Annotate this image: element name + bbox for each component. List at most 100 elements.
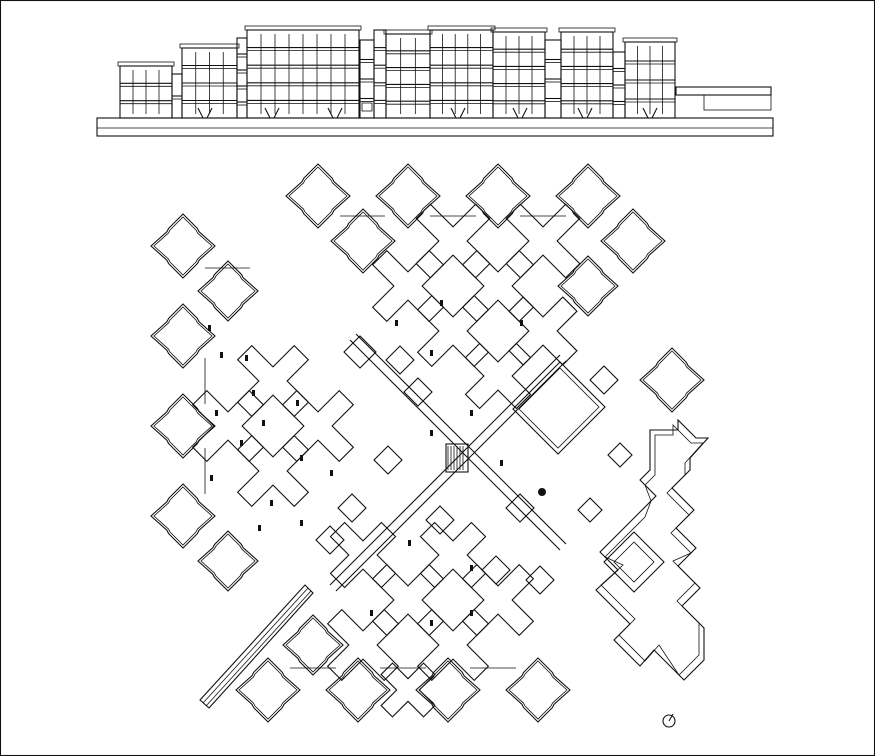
plan-pavilion: [505, 657, 571, 723]
plan-pavilion-wall: [285, 617, 341, 673]
plan-pier: [210, 475, 213, 481]
north-arrow-icon: [662, 713, 676, 728]
plan-main-hall: [512, 361, 606, 455]
plan-garden-court: [603, 531, 665, 593]
plan-pier: [215, 410, 218, 416]
plan-pavilion-wall: [197, 530, 259, 592]
plan-pier: [245, 355, 248, 361]
plan-cross-hall: [236, 434, 310, 508]
elevation-column: [327, 107, 343, 119]
plan-cross-outline: [461, 249, 535, 323]
plan-pier: [240, 440, 243, 446]
plan-cross-hall: [461, 249, 535, 323]
plan-pier: [252, 390, 255, 396]
plan-pavilion: [197, 260, 259, 322]
plan-pavilion: [600, 208, 666, 274]
floor-plan: [150, 163, 710, 723]
plan-pavilion: [282, 614, 344, 676]
plan-room: [403, 377, 433, 407]
plan-pier: [430, 350, 433, 356]
building-elevation: [96, 25, 774, 137]
plan-pier: [258, 525, 261, 531]
plan-cross-outline: [380, 662, 436, 718]
plan-stair: [445, 443, 469, 473]
plan-pavilion-wall: [197, 260, 259, 322]
plan-pavilion-wall: [378, 166, 438, 226]
plan-pavilion-wall: [325, 657, 391, 723]
plan-pier: [470, 565, 473, 571]
plan-cross-hall: [464, 342, 532, 410]
plan-main-hall-inner: [518, 367, 600, 449]
elevation-block-outline: [373, 29, 387, 119]
plan-pier: [296, 400, 299, 406]
plan-pier: [520, 320, 523, 326]
plan-cross-hall: [380, 662, 436, 718]
plan-pavilion-wall: [200, 263, 256, 319]
plan-pavilion-wall: [153, 306, 213, 366]
plan-room: [577, 497, 603, 523]
plan-cross-hall: [329, 521, 397, 589]
plan-pier: [300, 455, 303, 461]
elevation-parapet: [427, 25, 496, 31]
elevation-block: [373, 29, 387, 119]
elevation-parapet: [490, 27, 548, 33]
plan-pavilion-wall: [505, 657, 571, 723]
plan-room: [385, 345, 415, 375]
plan-room: [505, 493, 535, 523]
plan-pavilion-wall: [153, 486, 213, 546]
plan-pier: [220, 352, 223, 358]
elevation-block: [383, 29, 433, 119]
plan-pavilion-wall: [558, 166, 618, 226]
plan-cross-outline: [464, 342, 532, 410]
plan-pier: [208, 325, 211, 331]
elevation-block-outline: [429, 29, 494, 119]
plan-room: [425, 505, 455, 535]
plan-pavilion: [197, 530, 259, 592]
plan-pavilion-wall: [603, 211, 663, 271]
plan-pavilion: [375, 163, 441, 229]
elevation-block: [612, 51, 626, 119]
plan-spine-wall: [329, 354, 561, 586]
plan-pier: [270, 500, 273, 506]
plan-spine-wall: [349, 339, 561, 551]
plan-cross-hall: [326, 608, 400, 682]
plan-cross-outline: [281, 389, 355, 463]
plan-cross-hall: [415, 203, 491, 279]
plan-pavilion: [415, 657, 481, 723]
elevation-column: [264, 107, 280, 119]
plan-pavilion: [465, 163, 531, 229]
plan-cross-outline: [371, 249, 445, 323]
plan-pavilion-wall: [200, 533, 256, 589]
plan-pavilion-wall: [150, 483, 216, 549]
plan-cross-outline: [191, 389, 265, 463]
elevation-plinth: [96, 117, 774, 137]
elevation-column: [197, 107, 213, 119]
elevation-block: [236, 37, 248, 119]
plan-pavilion: [330, 208, 396, 274]
plan-room: [373, 445, 403, 475]
plan-pavilion-wall: [328, 660, 388, 720]
plan-cross-hall: [416, 294, 490, 368]
elevation-block: [622, 37, 678, 119]
plan-pavilion: [150, 483, 216, 549]
plan-room: [589, 365, 619, 395]
plan-pier: [300, 520, 303, 526]
elevation-block: [544, 39, 562, 119]
plan-pier: [395, 320, 398, 326]
plan-cross-outline: [508, 296, 578, 366]
plan-pavilion-wall: [418, 660, 478, 720]
plan-pavilion-wall: [330, 208, 396, 274]
plan-pier: [330, 470, 333, 476]
plan-cross-hall: [191, 389, 265, 463]
elevation-parapet: [558, 27, 616, 33]
plan-cross-outline: [416, 608, 490, 682]
plan-room: [525, 565, 555, 595]
elevation-low-wing: [675, 86, 772, 96]
plan-cross-outline: [236, 434, 310, 508]
plan-pavilion-wall: [415, 657, 481, 723]
plan-pier: [500, 460, 503, 466]
elevation-block: [117, 61, 175, 119]
plan-stair-outline: [445, 443, 469, 473]
elevation-parapet: [179, 43, 240, 49]
plan-cross-outline: [505, 203, 581, 279]
